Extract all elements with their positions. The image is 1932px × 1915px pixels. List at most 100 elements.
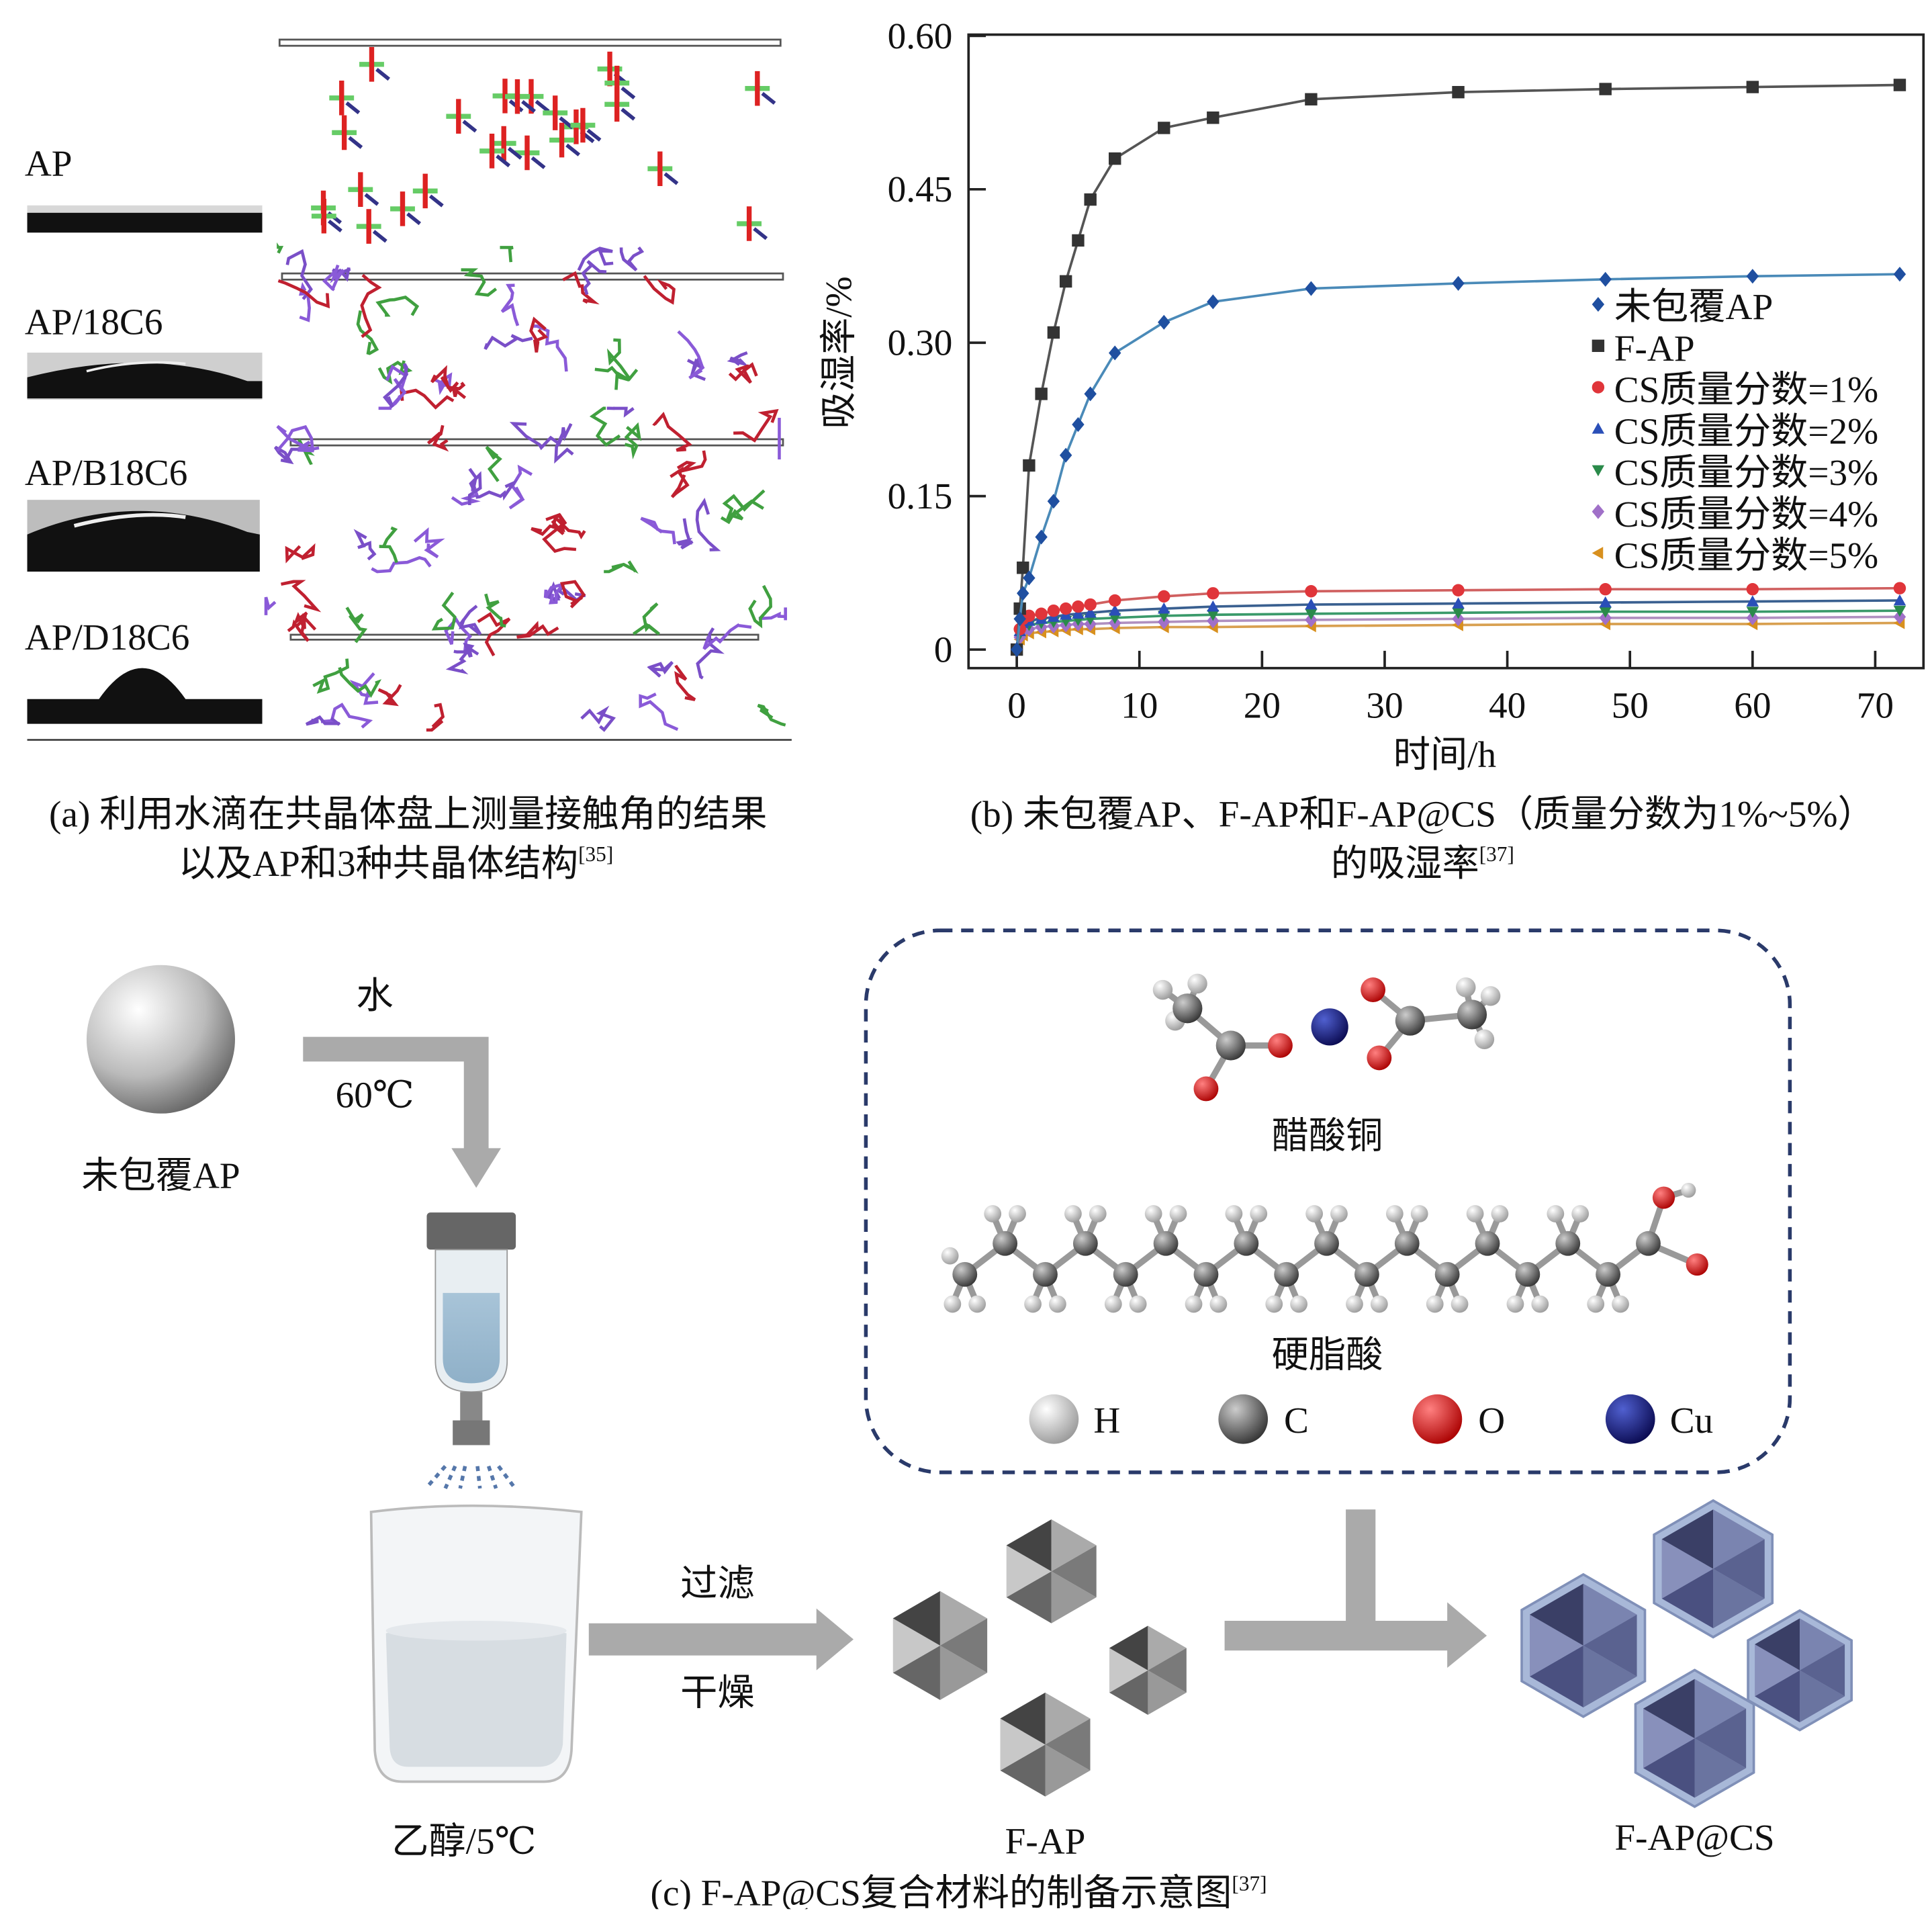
- h-atom: [1290, 1295, 1307, 1313]
- h-atom: [1169, 1205, 1187, 1222]
- molecule-fragment: [332, 267, 351, 282]
- legend-item: CS质量分数=5%: [1592, 535, 1878, 576]
- molecule-fragment: [748, 584, 772, 629]
- molecule-fragment: [453, 645, 479, 658]
- data-point-circle: [1072, 600, 1085, 613]
- c-atom: [993, 1231, 1018, 1256]
- molecule-fragment: [475, 479, 518, 501]
- molecule-fragment: [311, 198, 342, 234]
- molecule-fragment: [702, 623, 752, 650]
- data-point-square: [1305, 93, 1318, 106]
- label-copper-acetate: 醋酸铜: [1272, 1115, 1383, 1156]
- c-atom: [1515, 1261, 1540, 1287]
- molecule-fragment: [371, 555, 432, 574]
- c-atom: [1354, 1261, 1379, 1287]
- h-atom: [1185, 1295, 1203, 1313]
- c-atom: [1434, 1261, 1460, 1287]
- molecule-fragment: [500, 283, 520, 326]
- legend-item: CS质量分数=2%: [1592, 410, 1878, 451]
- c-atom-icon: [1218, 1394, 1269, 1444]
- molecule-fragment: [491, 126, 522, 161]
- atom-label-h: H: [1093, 1400, 1120, 1441]
- molecule-fragment: [604, 560, 639, 574]
- molecule-fragment: [533, 324, 568, 372]
- molecule-fragment: [695, 497, 721, 551]
- h-atom: [1480, 986, 1501, 1006]
- data-point-circle: [1305, 585, 1318, 598]
- c-atom: [1394, 1231, 1420, 1256]
- data-point-diamond: [1305, 281, 1318, 296]
- o-atom: [1193, 1076, 1219, 1102]
- molecule-fragment: [652, 412, 692, 452]
- molecule-fragment: [500, 246, 514, 263]
- molecule-fragment: [647, 661, 674, 678]
- data-point-circle: [1084, 598, 1097, 611]
- molecule-fragment: [505, 79, 536, 114]
- data-point-triangle-down: [1893, 605, 1906, 617]
- x-tick-label: 10: [1121, 684, 1158, 725]
- molecule-fragment: [639, 693, 679, 731]
- molecule-fragment: [640, 517, 676, 545]
- h-atom: [1466, 1205, 1484, 1222]
- legend-label: CS质量分数=1%: [1614, 369, 1878, 410]
- molecule-fragment: [359, 47, 390, 82]
- molecule-fragment: [516, 621, 559, 639]
- molecule-fragment: [461, 268, 498, 297]
- molecule-fragment: [589, 406, 621, 447]
- molecule-fragment: [514, 135, 546, 171]
- o-atom: [1367, 1045, 1392, 1071]
- molecule-fragment: [484, 334, 533, 350]
- h-atom: [1451, 1295, 1469, 1313]
- x-tick-label: 30: [1366, 684, 1403, 725]
- c-atom: [1193, 1261, 1219, 1287]
- h-atom: [1129, 1295, 1147, 1313]
- h-atom: [1370, 1295, 1388, 1313]
- data-point-circle: [1592, 381, 1605, 394]
- h-atom: [1209, 1295, 1228, 1313]
- data-point-circle: [1893, 582, 1906, 594]
- c-atom: [1314, 1231, 1339, 1256]
- filter-dry-arrow: [588, 1608, 854, 1671]
- stearic-acid-molecule: [941, 1182, 1708, 1313]
- atom-label-o: O: [1478, 1400, 1505, 1441]
- data-point-diamond: [1893, 267, 1906, 282]
- c-atom: [1636, 1231, 1661, 1256]
- c-atom: [1153, 1231, 1179, 1256]
- molecule-fragment: [549, 122, 581, 158]
- molecule-fragment: [670, 465, 690, 498]
- data-point-triangle-up: [1158, 602, 1170, 614]
- molecule-fragment: [312, 658, 349, 694]
- o-atom-icon: [1412, 1394, 1463, 1444]
- h-atom: [1456, 977, 1476, 997]
- c-atom: [1215, 1030, 1246, 1061]
- legend-label: 未包覆AP: [1614, 286, 1773, 327]
- h-atom: [1410, 1205, 1428, 1222]
- molecule-fragment: [484, 593, 506, 628]
- data-point-diamond: [1207, 294, 1220, 310]
- data-point-triangle-down: [1109, 613, 1121, 625]
- o-atom: [1652, 1186, 1675, 1209]
- molecule-fragment: [375, 296, 420, 317]
- data-point-square: [1746, 81, 1759, 93]
- panel-c: 未包覆AP 水 60℃ 乙醇/5℃ 过滤 干燥 F-AP F-AP@CS: [81, 928, 1853, 1914]
- y-axis-label: 吸湿率/%: [818, 276, 859, 429]
- uncoated-ap-sphere: [86, 965, 235, 1114]
- data-point-square: [1047, 326, 1060, 339]
- coated-crystal: [1653, 1499, 1774, 1639]
- molecule-fragment: [758, 607, 787, 621]
- h-atom: [1385, 1205, 1404, 1222]
- crystal: [1000, 1692, 1091, 1797]
- data-point-square: [1592, 339, 1605, 353]
- data-point-diamond: [1035, 529, 1048, 545]
- h-atom: [1612, 1295, 1629, 1313]
- molecule-fragment: [431, 591, 457, 631]
- label-f-ap: F-AP: [1005, 1820, 1086, 1861]
- molecule-fragment: [332, 115, 363, 150]
- cu-atom: [1311, 1008, 1348, 1046]
- data-point-square: [1059, 275, 1072, 288]
- molecule-fragment: [577, 247, 614, 271]
- data-point-diamond: [1072, 416, 1085, 433]
- molecule-fragment: [562, 271, 600, 305]
